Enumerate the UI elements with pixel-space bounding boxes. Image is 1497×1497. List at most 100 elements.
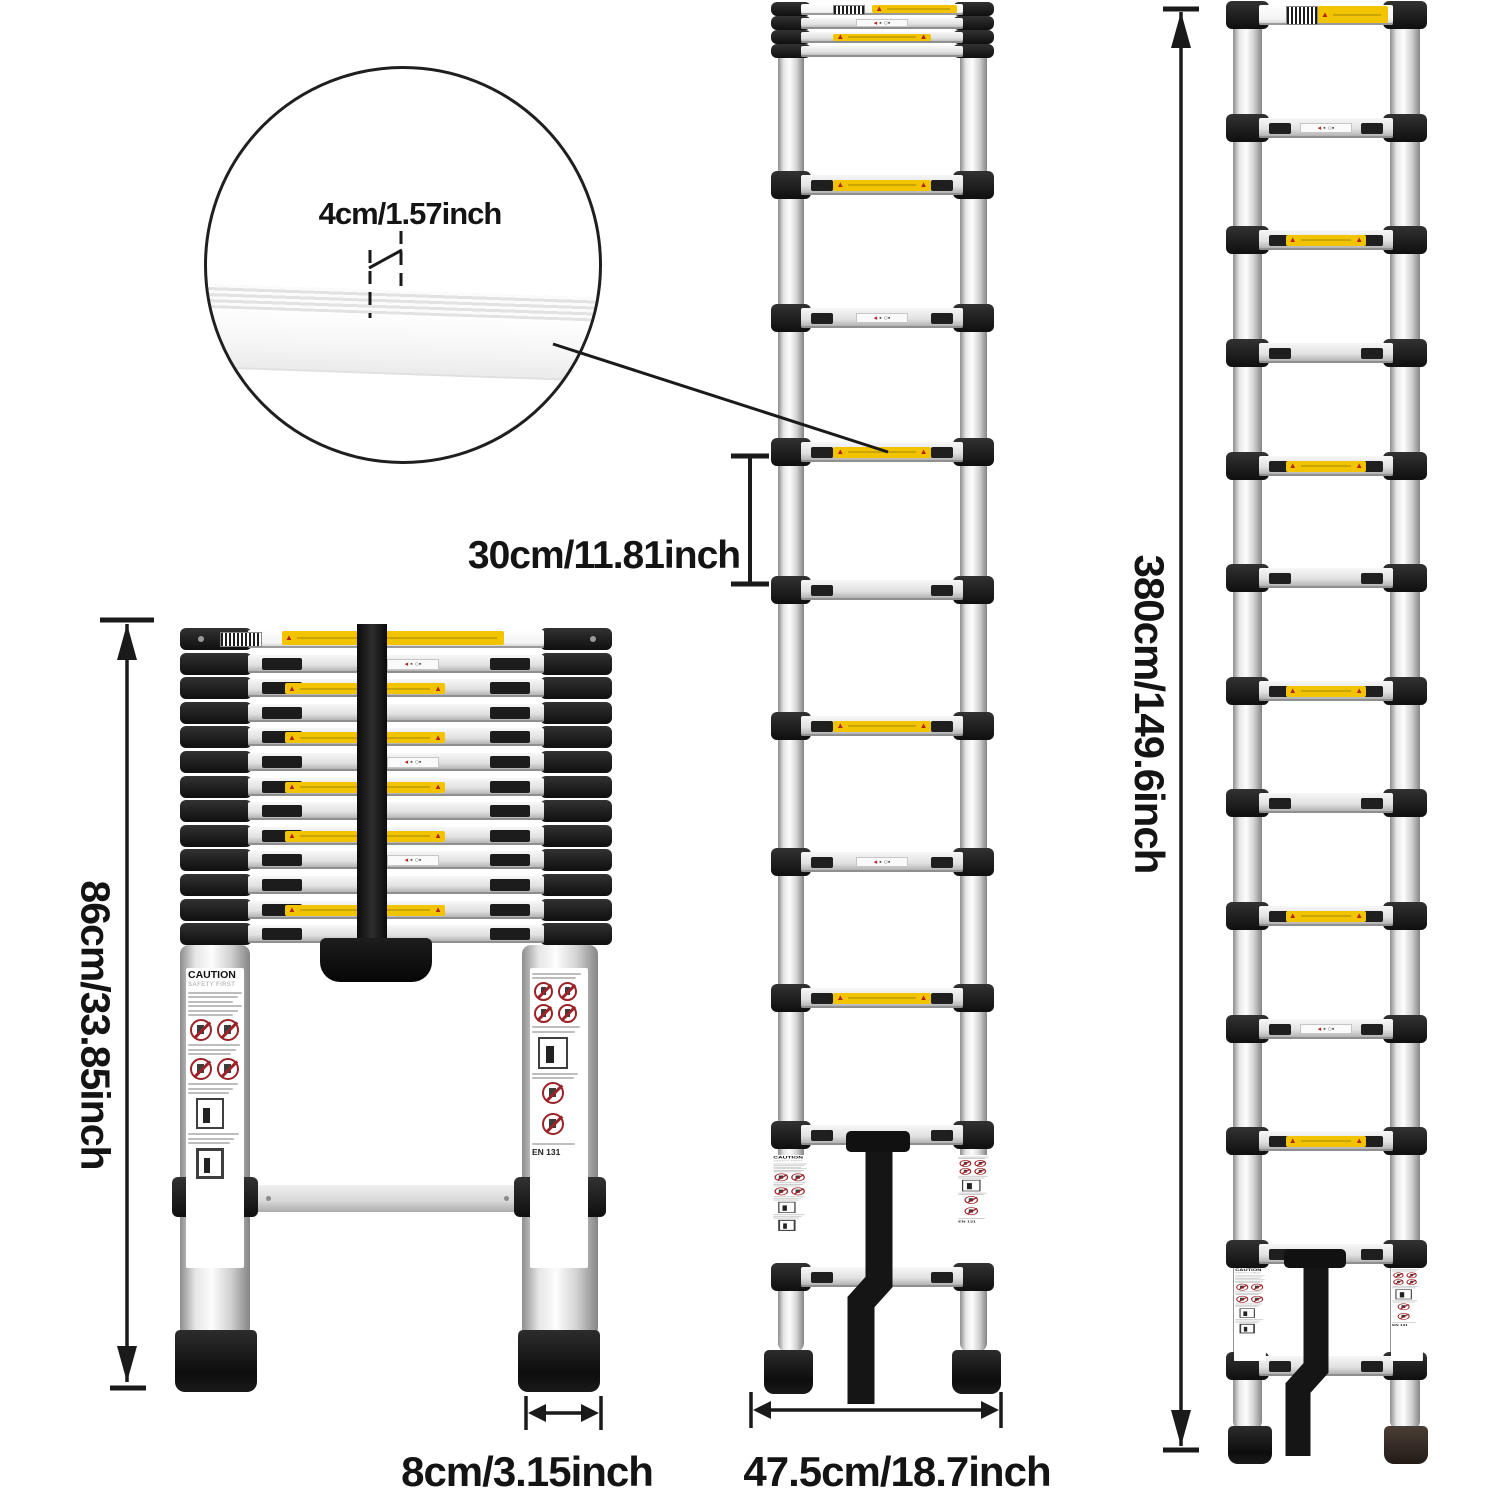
- rung-latch: [1361, 686, 1383, 697]
- rung-latch: [931, 180, 953, 191]
- rung-latch: [931, 1272, 953, 1283]
- rung-latch: [1361, 573, 1383, 584]
- rung-latch: [811, 313, 833, 324]
- rung-latch: [931, 857, 953, 868]
- rung-end-cap: [540, 849, 612, 872]
- rung-lock-indicator: ◂▪ ○▪: [1300, 1024, 1352, 1034]
- leg-crossbar: [248, 1185, 526, 1212]
- rung-end-cap: [540, 923, 612, 946]
- leg-label: EN 131: [957, 1155, 993, 1263]
- rung-lock-indicator: ◂▪ ○▪: [387, 855, 439, 867]
- rung-end-cap: [180, 898, 252, 921]
- prohibition-icon: [1393, 1279, 1404, 1286]
- rung-latch: [1269, 1024, 1291, 1035]
- rung-warning-label: ▲▲: [833, 33, 931, 41]
- prohibition-icon: [534, 982, 553, 1001]
- wall-angle-icon: [1395, 1289, 1412, 1300]
- prohibition-icon: [959, 1160, 972, 1167]
- prohibition-icon: [774, 1187, 789, 1196]
- rung-latch: [490, 879, 530, 891]
- rung-latch: [490, 756, 530, 768]
- rung-barcode: [833, 4, 866, 15]
- prohibition-icon: [558, 982, 577, 1001]
- rung-latch: [490, 805, 530, 818]
- ladder-rail: [1233, 5, 1262, 1430]
- ladder-foot: [1384, 1426, 1428, 1464]
- rung-latch: [931, 993, 953, 1004]
- rung-bar: [248, 876, 544, 894]
- max-load-icon: [778, 1219, 796, 1231]
- rung-cross-section: [207, 283, 599, 383]
- rung-lock-indicator: ◂▪ ○▪: [856, 313, 908, 323]
- rung-end-cap: [540, 701, 612, 724]
- rung-end-cap: [180, 751, 252, 773]
- ladder-foot: [1228, 1426, 1272, 1464]
- ladder-foot: [764, 1350, 813, 1394]
- rung-latch: [1361, 1024, 1383, 1035]
- caution-title: CAUTION: [1235, 1268, 1262, 1273]
- rung-latch: [811, 721, 833, 732]
- ladder-foot: [952, 1350, 1001, 1394]
- rung-latch: [1361, 461, 1383, 472]
- rung-latch: [811, 447, 833, 458]
- rung-bar: [1259, 343, 1393, 363]
- rung-latch: [931, 721, 953, 732]
- rung-end-cap: [540, 677, 612, 700]
- rung-screw: [590, 636, 596, 642]
- rung-width-label: 4cm/1.57inch: [318, 196, 503, 231]
- prohibition-icon: [190, 1019, 212, 1042]
- rung-latch: [1361, 798, 1383, 809]
- rung-latch: [1361, 348, 1383, 359]
- prohibition-icon: [791, 1187, 805, 1196]
- ladder-width-label: 47.5cm/18.7inch: [743, 1448, 1051, 1495]
- prohibition-icon: [964, 1196, 979, 1204]
- rung-latch: [931, 585, 953, 596]
- prohibition-icon: [974, 1160, 987, 1167]
- rung-end-cap: [540, 898, 612, 921]
- caution-subtitle: SAFETY FIRST: [773, 1159, 803, 1163]
- rung-bar: [248, 703, 544, 722]
- rung-end-cap: [180, 775, 252, 798]
- rung-latch: [262, 706, 302, 719]
- rung-latch: [1269, 686, 1291, 697]
- rung-end-cap: [180, 701, 252, 724]
- rung-lock-indicator: ◂▪ ○▪: [387, 658, 439, 670]
- rung-latch: [931, 313, 953, 324]
- extended-height-label: 380cm/149.6inch: [1126, 554, 1173, 874]
- en131-label: EN 131: [1392, 1323, 1408, 1327]
- rung-spacing-label: 30cm/11.81inch: [467, 534, 741, 577]
- caution-subtitle: SAFETY FIRST: [1235, 1272, 1262, 1275]
- prohibition-icon: [1251, 1283, 1264, 1291]
- prohibition-icon: [217, 1019, 239, 1042]
- prohibition-icon: [1393, 1272, 1404, 1279]
- rung-warning-label: ▲: [1317, 6, 1388, 23]
- rung-latch: [931, 447, 953, 458]
- rung-latch: [811, 857, 833, 868]
- ladder-foot: [518, 1330, 600, 1392]
- rung-latch: [262, 657, 302, 670]
- prohibition-icon: [959, 1167, 972, 1175]
- rung-latch: [931, 1130, 953, 1141]
- rung-latch: [490, 780, 530, 793]
- prohibition-icon: [1251, 1295, 1264, 1303]
- rung-latch: [490, 903, 530, 916]
- rung-latch: [1269, 1136, 1291, 1147]
- rung-end-cap: [540, 628, 612, 650]
- rung-latch: [1269, 235, 1291, 246]
- prohibition-icon: [1406, 1279, 1417, 1286]
- rung-latch: [1269, 123, 1291, 134]
- rung-warning-label: ▲▲: [1285, 910, 1367, 922]
- wall-angle-icon: [961, 1179, 981, 1192]
- rung-bar: [1259, 568, 1393, 588]
- rung-end-cap: [180, 677, 252, 700]
- rung-latch: [1361, 1361, 1383, 1372]
- prohibition-icon: [542, 1082, 564, 1104]
- rung-warning-label: ▲▲: [833, 720, 931, 732]
- rung-end-cap: [180, 874, 252, 896]
- rung-end-cap: [180, 652, 252, 675]
